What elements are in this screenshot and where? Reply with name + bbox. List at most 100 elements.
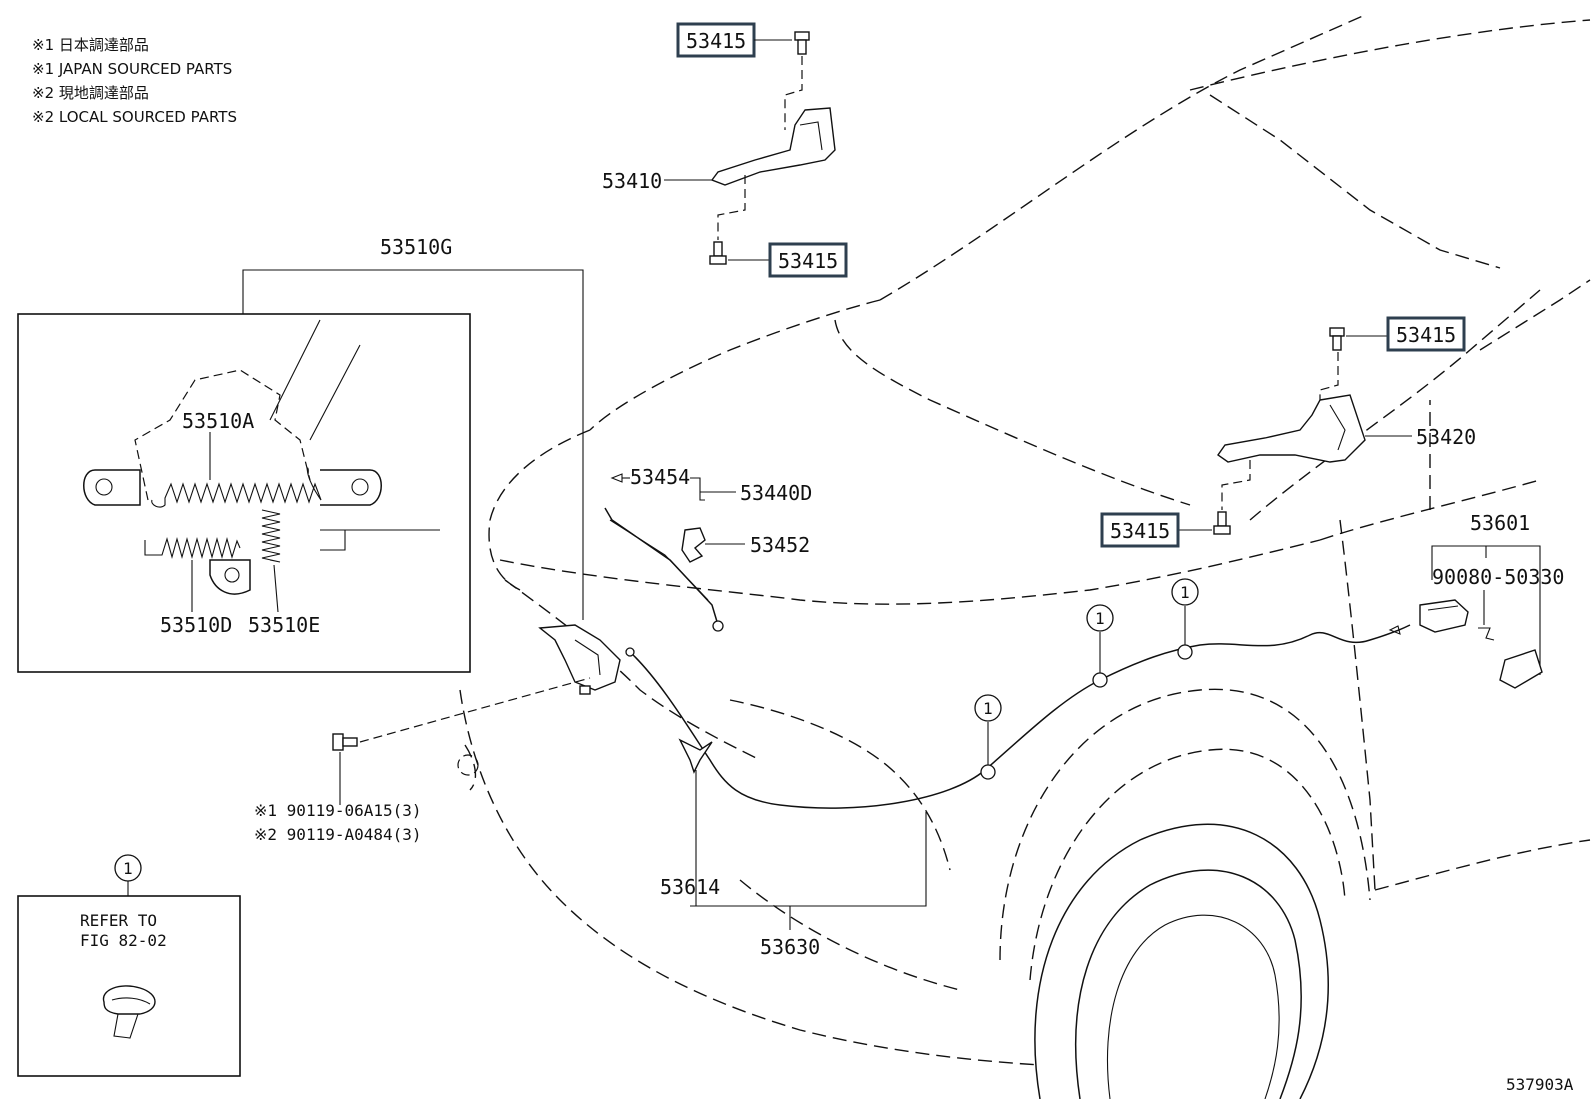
- callout-rod-holder: 53452: [750, 533, 810, 557]
- clip-icon: [102, 985, 156, 1039]
- bolt-right-bottom-path: [1221, 460, 1251, 510]
- callout-release-lever: 53601: [1470, 511, 1530, 535]
- release-cable-end: [625, 647, 635, 657]
- hinge-left-icon: [710, 107, 836, 186]
- wheel-arch-outer: [999, 688, 1371, 961]
- latch-detail-box: [17, 313, 471, 673]
- leader-support-bracket: [690, 477, 705, 501]
- release-cable-group: 1 1 1 53614 53630: [625, 578, 1411, 959]
- support-rod-arrow: [610, 473, 623, 483]
- callout-hinge-right: 53420: [1416, 425, 1476, 449]
- latch-bottom-hole: [224, 567, 240, 583]
- latch-right-ear: [320, 469, 382, 506]
- bolt-right-top-path: [1319, 352, 1339, 405]
- hood-left-edge: [589, 299, 881, 431]
- fender-top: [1319, 479, 1541, 541]
- ref-circle-2: [1086, 604, 1114, 632]
- callout-bolt-right-bottom: 53415: [1110, 519, 1170, 543]
- latch-bottom-tab: [209, 559, 251, 595]
- cowl-line: [1209, 94, 1501, 269]
- note-japan-jp: ※1 日本調達部品: [32, 36, 149, 54]
- refer-line-2: FIG 82-02: [80, 931, 167, 950]
- latch-body-dashed: [134, 369, 311, 501]
- hood-rear-edge: [879, 14, 1366, 301]
- release-cable-line: [629, 624, 1411, 809]
- rocker-line: [1374, 839, 1591, 891]
- latch-bolt-icon: [332, 733, 358, 751]
- hood-front-crease: [834, 319, 1191, 506]
- hinge-right-group: 53415 53420 53415: [1100, 316, 1476, 548]
- cable-clip-1: [980, 764, 996, 780]
- windshield-line: [1189, 19, 1591, 91]
- bolt-top-path: [784, 56, 803, 130]
- note-local-en: ※2 LOCAL SOURCED PARTS: [32, 108, 237, 126]
- leader-spring-e: [273, 564, 279, 613]
- release-lever-icon: [1419, 599, 1469, 633]
- lower-grille: [739, 879, 961, 991]
- refer-box-group: 1 REFER TO FIG 82-02: [17, 854, 241, 1077]
- bolt-top-icon: [794, 31, 810, 55]
- cable-clip-53614-icon: [678, 738, 713, 774]
- note-japan-en: ※1 JAPAN SOURCED PARTS: [32, 60, 232, 78]
- bolt-right-bottom-icon: [1213, 511, 1231, 535]
- cable-clip-3: [1177, 644, 1193, 660]
- callout-box-bolt-right-top: [1386, 316, 1466, 352]
- hood-leading-edge: [499, 539, 1321, 605]
- spring-53510e: [261, 509, 281, 563]
- ref-circle-1-num: 1: [983, 699, 993, 718]
- latch-bolt-path: [359, 677, 591, 743]
- support-rod-line: [604, 507, 719, 626]
- support-rod-group: 53454 53440D 53452: [604, 465, 812, 632]
- latch-left-hole: [95, 478, 113, 496]
- tire-outer: [1034, 823, 1330, 1100]
- lever-cable-end: [1388, 625, 1401, 635]
- support-rod-line-inner: [609, 519, 709, 601]
- grille-edge: [729, 699, 951, 871]
- lever-cover-icon: [1499, 649, 1543, 689]
- callout-bolt-top: 53415: [686, 29, 746, 53]
- bumper-lower: [459, 689, 1041, 1066]
- callout-box-bolt-right-bottom: [1100, 512, 1180, 548]
- bolt-mid-path: [717, 175, 746, 240]
- leader-latch-bracket: [242, 269, 584, 620]
- fog-lamp-ring: [457, 754, 479, 776]
- callout-spring-a: 53510A: [182, 409, 254, 433]
- callout-spring-d: 53510D: [160, 613, 232, 637]
- callout-cable-clip: 53614: [660, 875, 720, 899]
- ref-circle-3-num: 1: [1180, 583, 1190, 602]
- bolt-right-top-icon: [1329, 327, 1345, 351]
- latch-left-ear: [83, 469, 141, 506]
- callout-bolt-right-top: 53415: [1396, 323, 1456, 347]
- lever-screw-icon: [1478, 627, 1495, 641]
- latch-right-hole: [351, 478, 369, 496]
- tire-inner: [1074, 869, 1302, 1100]
- door-line: [1339, 519, 1376, 891]
- note-local-jp: ※2 現地調達部品: [32, 84, 149, 102]
- figure-code: 537903A: [1506, 1075, 1574, 1094]
- ref-circle-2-num: 1: [1095, 609, 1105, 628]
- leader-cable-bracket: [696, 812, 927, 907]
- cable-clip-2: [1092, 672, 1108, 688]
- wheel-arch-inner: [1029, 748, 1346, 981]
- hood-panel-lines: [269, 319, 361, 441]
- hinge-right-icon: [1217, 394, 1366, 463]
- support-rod-end: [712, 620, 724, 632]
- latch-detail-group: 53510G 53510A 53510D 53510E: [17, 235, 584, 673]
- bumper-upper: [504, 579, 761, 761]
- callout-lever-screw: 90080-50330: [1432, 565, 1564, 589]
- hinge-left-group: 53415 53410 53415: [602, 22, 848, 278]
- callout-release-cable: 53630: [760, 935, 820, 959]
- callout-latch-bolt-2: ※2 90119-A0484(3): [254, 825, 422, 844]
- callout-box-bolt-mid: [768, 242, 848, 278]
- callout-support-rod: 53440D: [740, 481, 812, 505]
- vehicle-outline: [457, 14, 1591, 1100]
- callout-box-bolt-top: [676, 22, 756, 58]
- latch-installed-icon: [538, 624, 621, 695]
- latch-cable-stub: [320, 529, 440, 551]
- headlamp-left: [488, 429, 591, 591]
- callout-spring-e: 53510E: [248, 613, 320, 637]
- callout-hinge-left: 53410: [602, 169, 662, 193]
- callout-support-clip: 53454: [630, 465, 690, 489]
